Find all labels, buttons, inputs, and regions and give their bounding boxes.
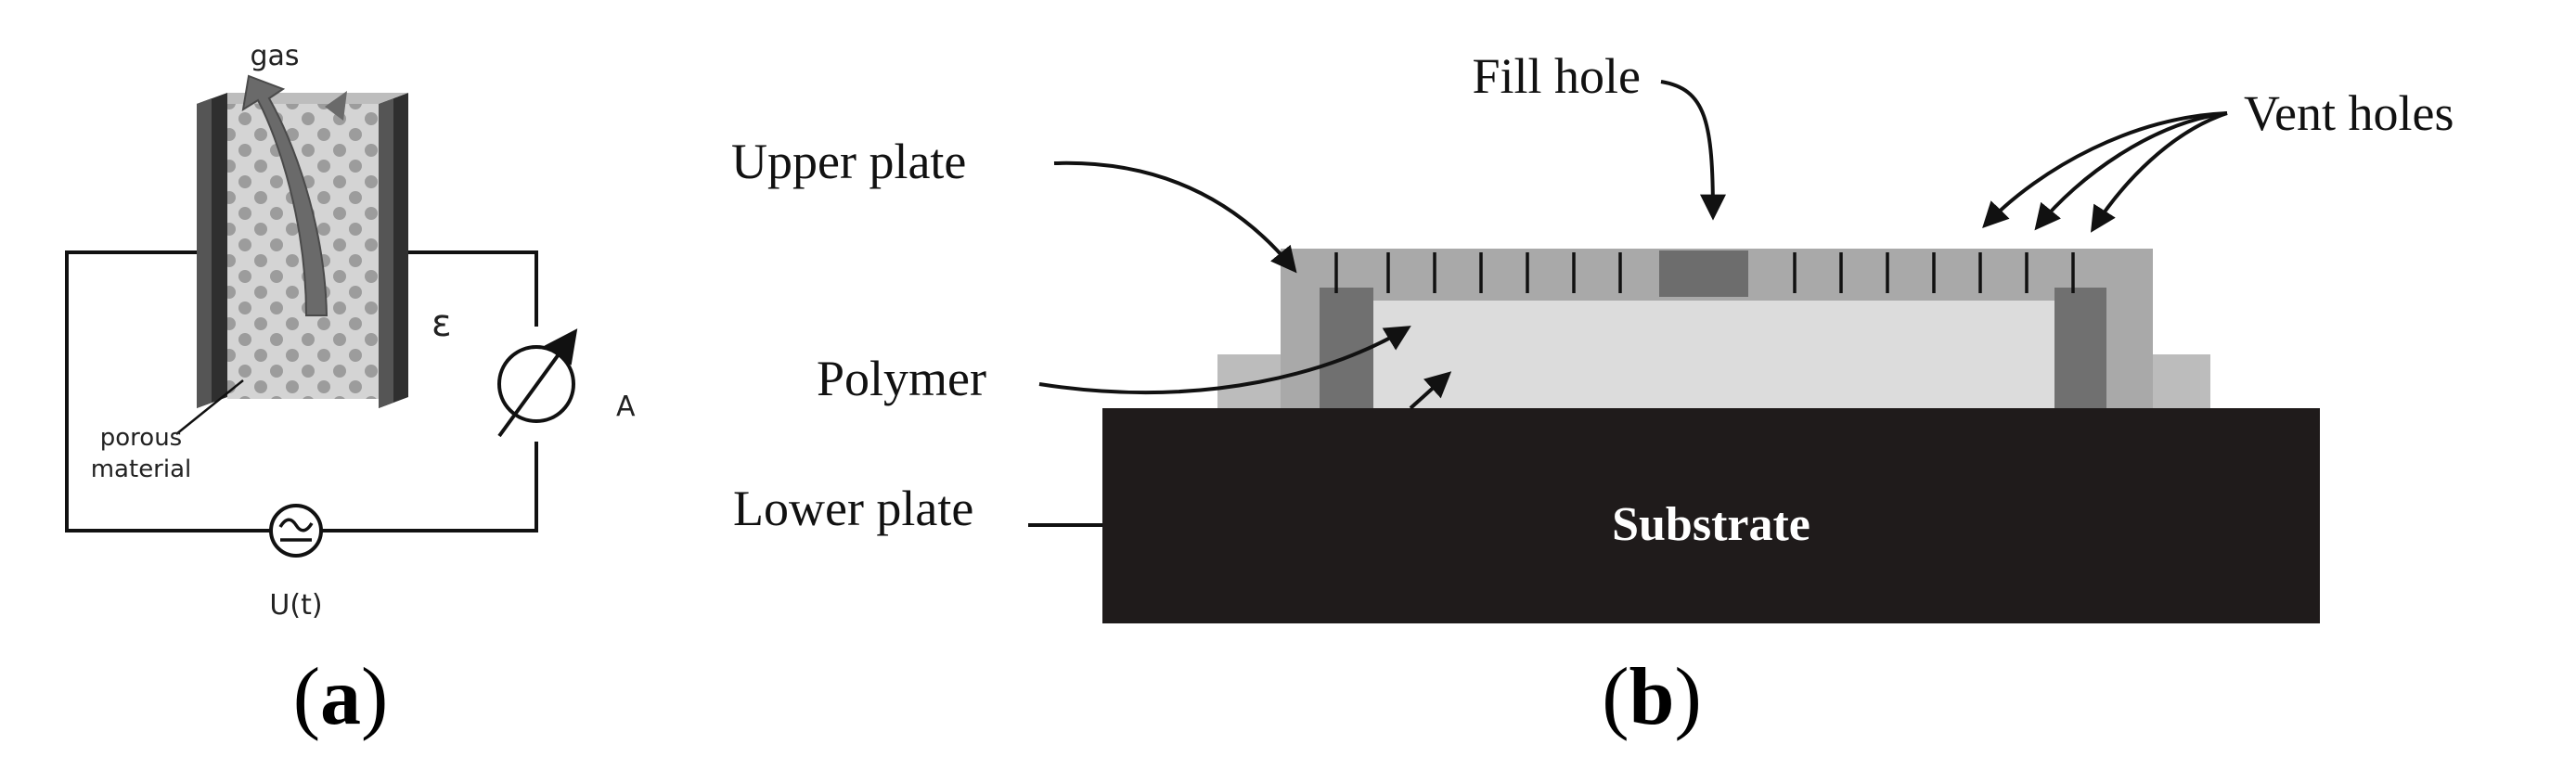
lower-plate-label: Lower plate [733, 481, 973, 536]
vent-holes-label: Vent holes [2244, 85, 2454, 141]
ammeter-label: A [616, 391, 636, 423]
gas-label: gas [250, 40, 299, 72]
caption-a: (a) [293, 652, 389, 742]
source-label: U(t) [269, 589, 322, 622]
circuit-wires [65, 250, 538, 532]
caption-b: (b) [1602, 652, 1702, 742]
epsilon-label: ε [431, 302, 452, 345]
upper-plate-label: Upper plate [731, 134, 966, 189]
substrate [1102, 408, 2320, 623]
porous-sensor [197, 74, 408, 408]
spacer-right [2054, 288, 2106, 408]
ac-source-symbol [269, 504, 323, 558]
porous-leader-line [175, 379, 244, 435]
vent-hole-marks [1334, 252, 2075, 293]
ammeter-symbol [497, 328, 578, 438]
panel-b: Substrate [731, 48, 2454, 742]
polymer-label: Polymer [817, 351, 986, 406]
fill-hole-label: Fill hole [1472, 48, 1641, 104]
fill-hole [1659, 250, 1748, 297]
gas-flow-arrow [241, 74, 328, 316]
porous-label-line2: material [91, 455, 192, 483]
callout-arrows [1028, 80, 2228, 527]
porous-label-line1: porous [100, 424, 182, 452]
substrate-label: Substrate [1612, 498, 1810, 551]
spacer-left [1320, 288, 1373, 408]
panel-a: gas ε A porous material U(t) (a) [65, 40, 636, 742]
polymer [1373, 301, 2054, 408]
